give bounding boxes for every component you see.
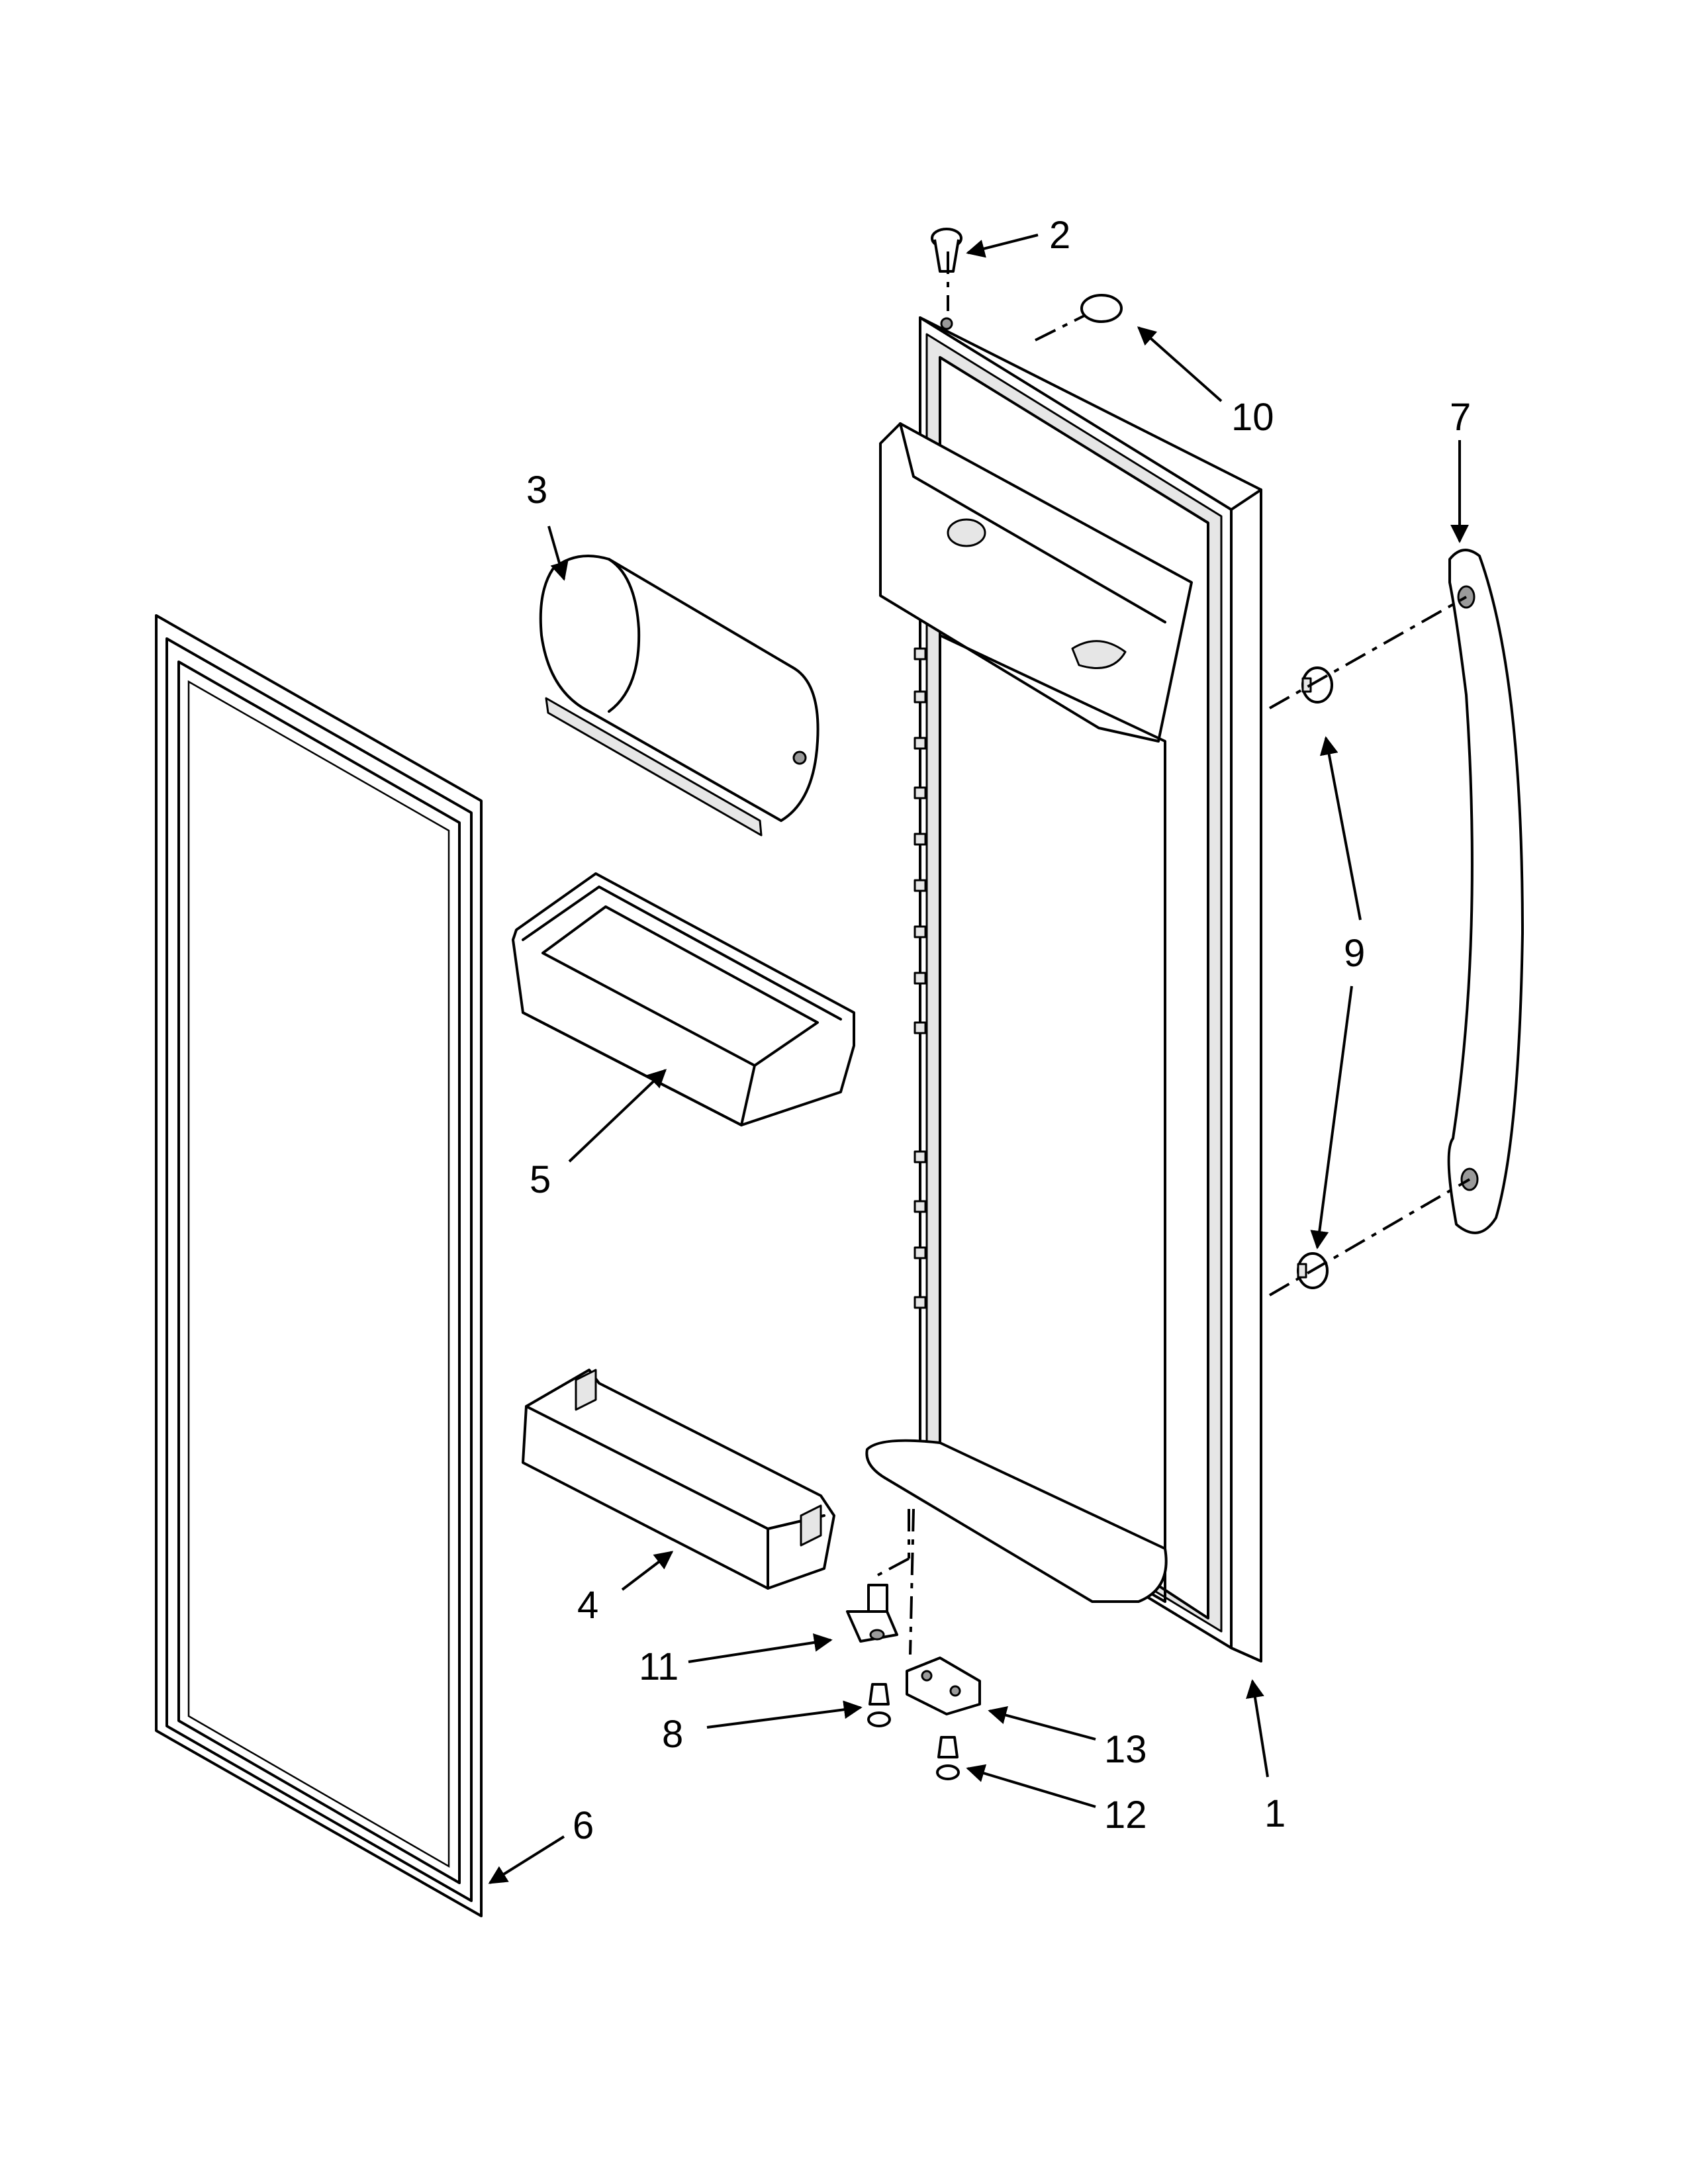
callout-9: 9: [1344, 932, 1365, 975]
part-5-door-bin: [512, 872, 855, 1126]
part-1-door-assembly: [865, 316, 1262, 1662]
part-3-dairy-compartment: [539, 555, 820, 837]
callout-11: 11: [639, 1645, 679, 1688]
callout-10: 10: [1231, 396, 1274, 439]
part-6-door-gasket: [155, 614, 483, 1917]
callout-6: 6: [573, 1804, 594, 1847]
part-11-hinge-pin: [846, 1584, 898, 1643]
callout-2: 2: [1049, 214, 1070, 257]
part-9-screws: [1268, 596, 1471, 1297]
callout-3: 3: [526, 469, 547, 512]
callout-12: 12: [1104, 1794, 1147, 1837]
callout-1: 1: [1264, 1792, 1286, 1835]
leader-lines: [488, 234, 1469, 1884]
callout-5: 5: [530, 1158, 551, 1201]
part-7-handle: [1447, 549, 1524, 1234]
callout-7: 7: [1450, 396, 1471, 439]
part-8-screw: [867, 1683, 891, 1727]
part-12-screw: [936, 1736, 960, 1780]
part-10-washer: [1035, 294, 1123, 341]
callout-8: 8: [662, 1713, 683, 1756]
part-4-door-bin: [522, 1369, 835, 1590]
part-13-bracket: [906, 1657, 981, 1715]
callout-13: 13: [1104, 1728, 1147, 1771]
callout-4: 4: [577, 1584, 598, 1627]
